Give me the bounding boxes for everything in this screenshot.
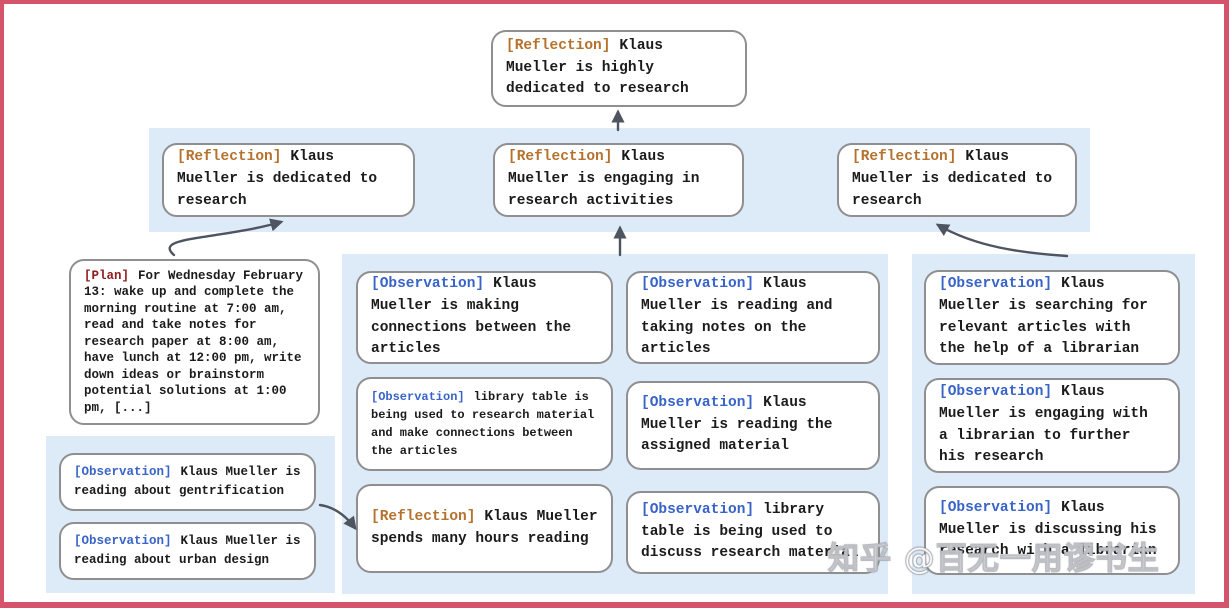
node-observation-making-connections: [Observation]Klaus Mueller is making con… <box>356 271 613 364</box>
memory-text: Klaus Mueller is engaging in research ac… <box>508 149 700 209</box>
memory-text: Klaus Mueller is dedicated to research <box>177 149 378 209</box>
memory-type-tag: [Observation] <box>939 384 1053 400</box>
memory-type-tag: [Reflection] <box>506 37 611 54</box>
memory-type-tag: [Observation] <box>74 534 172 549</box>
node-observation-urban-design: [Observation]Klaus Mueller is reading ab… <box>59 522 316 580</box>
memory-type-tag: [Reflection] <box>852 149 957 166</box>
memory-type-tag: [Observation] <box>641 394 755 411</box>
memory-type-tag: [Observation] <box>939 276 1053 292</box>
node-reflection-center: [Reflection]Klaus Mueller is engaging in… <box>493 143 744 217</box>
memory-text: Klaus Mueller is dedicated to research <box>852 149 1053 209</box>
memory-text: Klaus Mueller is discussing his research… <box>939 499 1157 560</box>
node-reflection-right: [Reflection]Klaus Mueller is dedicated t… <box>837 143 1077 217</box>
node-observation-library-research: [Observation]library table is being used… <box>356 377 613 471</box>
node-reflection-hours-reading: [Reflection]Klaus Mueller spends many ho… <box>356 484 613 573</box>
memory-text: Klaus Mueller is reading the assigned ma… <box>641 394 833 455</box>
node-reflection-left: [Reflection]Klaus Mueller is dedicated t… <box>162 143 415 217</box>
memory-type-tag: [Observation] <box>641 501 755 518</box>
memory-text: Klaus Mueller is reading about urban des… <box>74 534 301 567</box>
memory-type-tag: [Reflection] <box>371 508 476 525</box>
watermark: 知乎 @百无一用谬书生 <box>827 540 1160 577</box>
memory-text: For Wednesday February 13: wake up and c… <box>84 268 304 415</box>
node-plan: [Plan]For Wednesday February 13: wake up… <box>69 259 320 425</box>
node-observation-engaging-librarian: [Observation]Klaus Mueller is engaging w… <box>924 378 1180 473</box>
memory-type-tag: [Observation] <box>641 276 755 292</box>
memory-text: Klaus Mueller spends many hours reading <box>371 508 598 547</box>
memory-text: Klaus Mueller is highly dedicated to res… <box>506 37 689 98</box>
memory-type-tag: [Reflection] <box>508 149 613 166</box>
memory-text: Klaus Mueller is engaging with a librari… <box>939 384 1148 466</box>
memory-type-tag: [Reflection] <box>177 149 282 166</box>
node-observation-discussing-research: [Observation]Klaus Mueller is discussing… <box>924 486 1180 575</box>
node-observation-searching-articles: [Observation]Klaus Mueller is searching … <box>924 270 1180 365</box>
memory-text: Klaus Mueller is reading about gentrific… <box>74 465 301 498</box>
memory-text: library table is being used to discuss r… <box>641 501 859 562</box>
node-reflection-root: [Reflection]Klaus Mueller is highly dedi… <box>491 30 747 107</box>
memory-type-tag: [Observation] <box>371 390 465 404</box>
memory-text: Klaus Mueller is reading and taking note… <box>641 276 833 358</box>
node-observation-gentrification: [Observation]Klaus Mueller is reading ab… <box>59 453 316 511</box>
node-observation-library-discuss: [Observation]library table is being used… <box>626 491 880 574</box>
memory-text: library table is being used to research … <box>371 390 595 458</box>
memory-type-tag: [Observation] <box>371 276 485 292</box>
memory-type-tag: [Plan] <box>84 268 130 283</box>
memory-type-tag: [Observation] <box>939 499 1053 516</box>
memory-type-tag: [Observation] <box>74 465 172 480</box>
memory-text: Klaus Mueller is searching for relevant … <box>939 276 1148 358</box>
node-observation-assigned-material: [Observation]Klaus Mueller is reading th… <box>626 381 880 470</box>
memory-text: Klaus Mueller is making connections betw… <box>371 276 572 358</box>
node-observation-taking-notes: [Observation]Klaus Mueller is reading an… <box>626 271 880 364</box>
